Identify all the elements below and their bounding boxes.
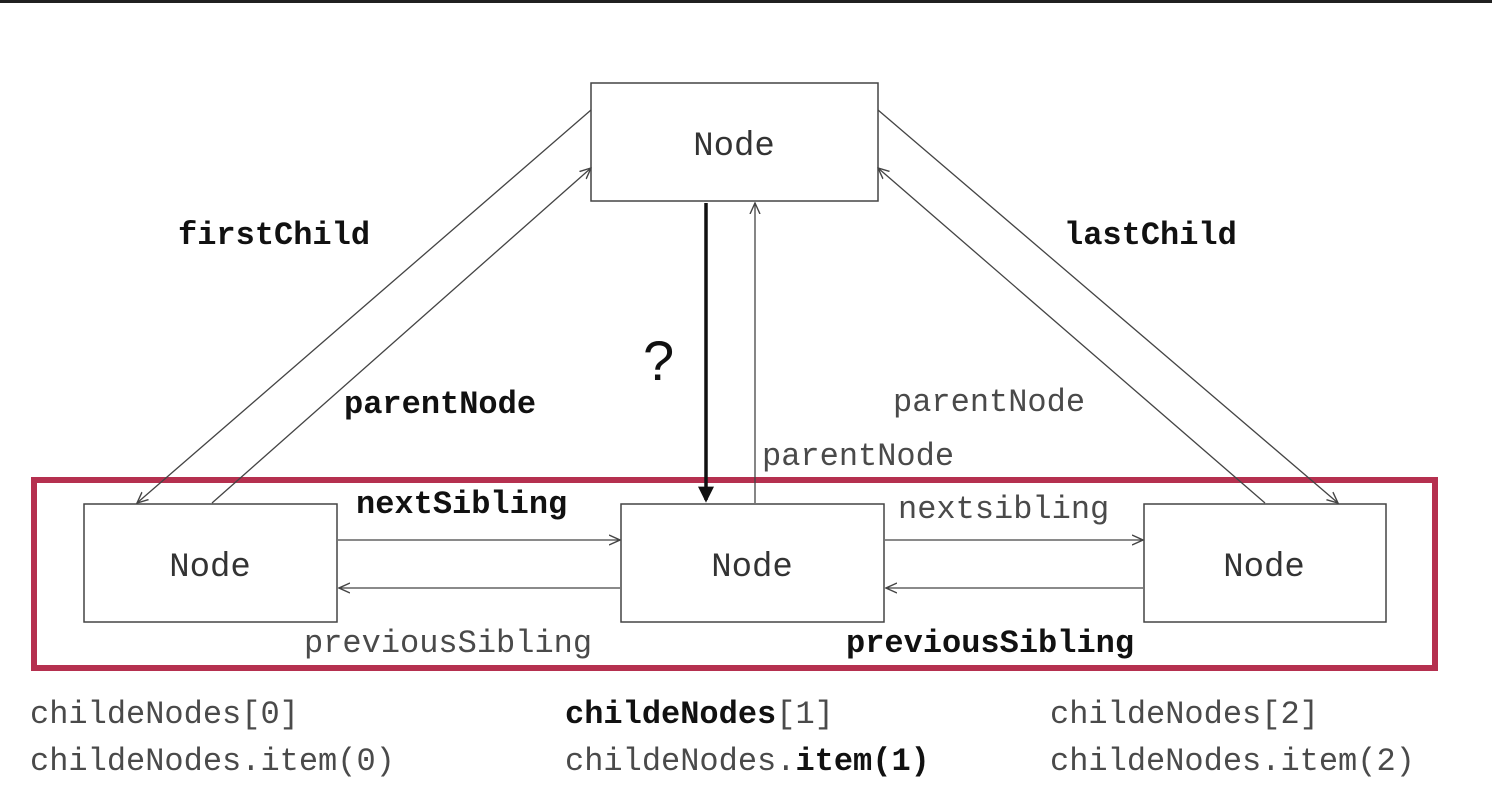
child-2-index-label: childeNodes[2] (1050, 696, 1319, 733)
child-node-0: Node (83, 503, 338, 623)
next-sibling-left-label: nextSibling (356, 486, 567, 523)
parent-node-arrow-right (878, 168, 1266, 504)
parent-node-label: Node (693, 128, 775, 166)
previous-sibling-left-label: previousSibling (304, 625, 592, 662)
child-0-item-label: childeNodes.item(0) (30, 743, 395, 780)
child-1-item-label: childeNodes.item(1) (565, 746, 930, 778)
parent-node-left-label: parentNode (344, 386, 536, 423)
child-node-1: Node (620, 503, 885, 623)
next-sibling-right-label: nextsibling (898, 491, 1109, 528)
child-1-item-rest: childeNodes. (565, 743, 796, 780)
top-border (0, 0, 1492, 3)
question-mark-label: ? (643, 329, 674, 392)
child-node-1-label: Node (711, 549, 793, 587)
last-child-arrow (877, 109, 1338, 503)
parent-node-middle-label: parentNode (762, 438, 954, 475)
child-2-item-label: childeNodes.item(2) (1050, 743, 1415, 780)
parent-node-right-label: parentNode (893, 384, 1085, 421)
child-1-index-rest: [1] (776, 696, 834, 733)
parent-node-arrow-left (211, 168, 591, 504)
children-highlight-frame (31, 477, 1438, 671)
child-node-2-label: Node (1223, 549, 1305, 587)
first-child-label: firstChild (178, 217, 370, 254)
parent-node: Node (590, 82, 879, 202)
previous-sibling-right-label: previousSibling (846, 625, 1134, 662)
child-node-0-label: Node (169, 549, 251, 587)
child-node-2: Node (1143, 503, 1387, 623)
first-child-arrow (137, 109, 592, 503)
child-1-index-label: childeNodes[1] (565, 699, 834, 731)
child-1-item-bold: item(1) (795, 743, 930, 780)
child-1-index-bold: childeNodes (565, 696, 777, 733)
last-child-label: lastChild (1064, 217, 1237, 254)
child-0-index-label: childeNodes[0] (30, 696, 299, 733)
